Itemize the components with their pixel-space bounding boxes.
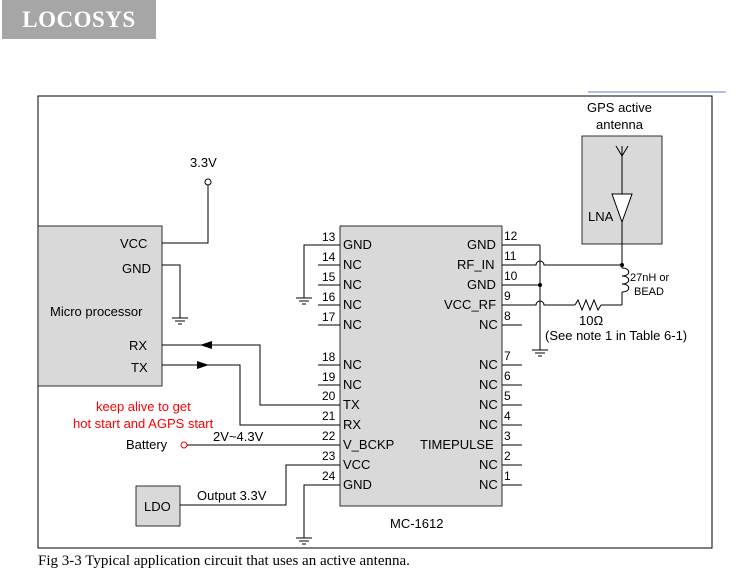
lna-label: LNA: [588, 209, 614, 224]
pin-14-number: 14: [322, 250, 336, 264]
rx-arrow: [200, 341, 212, 349]
locosys-logo: LOCOSYS: [2, 0, 156, 39]
module-label: MC-1612: [390, 516, 443, 531]
pin24-gnd-wire: [303, 484, 318, 538]
pin-23-label: VCC: [343, 457, 370, 472]
pin-13-label: GND: [343, 237, 372, 252]
pin-16-label: NC: [343, 297, 362, 312]
micro-processor-label: Micro processor: [50, 304, 143, 319]
ground-symbol: [296, 297, 312, 305]
pin-1-label: NC: [479, 477, 498, 492]
pin-18-label: NC: [343, 357, 362, 372]
battery-label: Battery: [126, 437, 168, 452]
module-left-pins: [318, 244, 340, 486]
pin-21-number: 21: [322, 409, 336, 423]
pin-1-number: 1: [504, 469, 511, 483]
antenna-title-line2: antenna: [596, 117, 644, 132]
mp-pin-vcc: VCC: [120, 236, 147, 251]
ground-symbol: [172, 317, 188, 325]
inductor-label-line1: 27nH or: [630, 272, 669, 284]
mp-pin-tx: TX: [131, 360, 148, 375]
pin-14-label: NC: [343, 257, 362, 272]
pin-5-number: 5: [504, 389, 511, 403]
pin-9-number: 9: [504, 289, 511, 303]
pin-4-label: NC: [479, 417, 498, 432]
mc1612-module-box: [339, 225, 503, 507]
pin-2-label: NC: [479, 457, 498, 472]
supply-terminal: [204, 178, 212, 186]
pin-23-number: 23: [322, 449, 336, 463]
pin-17-number: 17: [322, 310, 336, 324]
pin-6-number: 6: [504, 369, 511, 383]
mp-gnd-wire: [162, 264, 181, 318]
pin-24-number: 24: [322, 469, 336, 483]
antenna-icon: [615, 145, 629, 194]
keep-alive-line1: keep alive to get: [96, 399, 191, 414]
pin-17-label: NC: [343, 317, 362, 332]
pin-11-label: RF_IN: [457, 257, 495, 272]
pin-19-label: NC: [343, 377, 362, 392]
pin-24-label: GND: [343, 477, 372, 492]
ldo-output-wire: [180, 464, 340, 506]
pin-15-number: 15: [322, 270, 336, 284]
pin-6-label: NC: [479, 377, 498, 392]
pin-13-number: 13: [322, 230, 336, 244]
pin-12-number: 12: [504, 229, 518, 243]
resistor-10-ohm: [574, 298, 602, 312]
inductor-coil: [621, 267, 630, 293]
battery-terminal: [180, 441, 188, 449]
pin-11-number: 11: [504, 249, 517, 263]
inductor-label-line2: BEAD: [634, 286, 664, 298]
resistor-note: (See note 1 in Table 6-1): [545, 328, 687, 343]
ground-symbol: [296, 537, 312, 545]
ground-symbol: [532, 349, 548, 357]
pin-21-label: RX: [343, 417, 361, 432]
pin-20-number: 20: [322, 389, 336, 403]
antenna-title-line1: GPS active: [587, 100, 652, 115]
resistor-value: 10Ω: [579, 313, 603, 328]
pin-8-label: NC: [479, 317, 498, 332]
pin-10-number: 10: [504, 269, 518, 283]
pin-9-label: VCC_RF: [444, 297, 496, 312]
pin-22-label: V_BCKP: [343, 437, 394, 452]
micro-processor-box: [37, 225, 163, 387]
battery-range: 2V~4.3V: [213, 429, 264, 444]
module-right-pins: [502, 244, 540, 486]
junction-dot: [538, 283, 542, 287]
ldo-label: LDO: [144, 499, 171, 514]
tx-arrow: [197, 361, 209, 369]
pin-8-number: 8: [504, 309, 511, 323]
lna-amplifier-icon: [611, 193, 633, 224]
pin-19-number: 19: [322, 370, 336, 384]
pin-4-number: 4: [504, 409, 511, 423]
keep-alive-line2: hot start and AGPS start: [73, 416, 214, 431]
supply-3v3-label: 3.3V: [190, 155, 217, 170]
vcc-wire: [162, 185, 209, 244]
pin-12-label: GND: [467, 237, 496, 252]
pin-3-label: TIMEPULSE: [420, 437, 494, 452]
mp-pin-gnd: GND: [122, 261, 151, 276]
pin-10-label: GND: [467, 277, 496, 292]
figure-caption: Fig 3-3 Typical application circuit that…: [38, 553, 410, 569]
pin-16-number: 16: [322, 290, 336, 304]
pin13-gnd-wire: [303, 244, 318, 298]
pin-5-label: NC: [479, 397, 498, 412]
pin-20-label: TX: [343, 397, 360, 412]
vcc-rf-wire: [502, 300, 575, 306]
pin-2-number: 2: [504, 449, 511, 463]
pin-22-number: 22: [322, 429, 336, 443]
pin-18-number: 18: [322, 350, 336, 364]
rf-in-wire: [502, 260, 622, 266]
pin-15-label: NC: [343, 277, 362, 292]
ldo-output-label: Output 3.3V: [197, 488, 267, 503]
ldo-box: [135, 485, 181, 527]
pin-7-label: NC: [479, 357, 498, 372]
mp-pin-rx: RX: [129, 338, 147, 353]
pin-3-number: 3: [504, 429, 511, 443]
pin-7-number: 7: [504, 349, 511, 363]
